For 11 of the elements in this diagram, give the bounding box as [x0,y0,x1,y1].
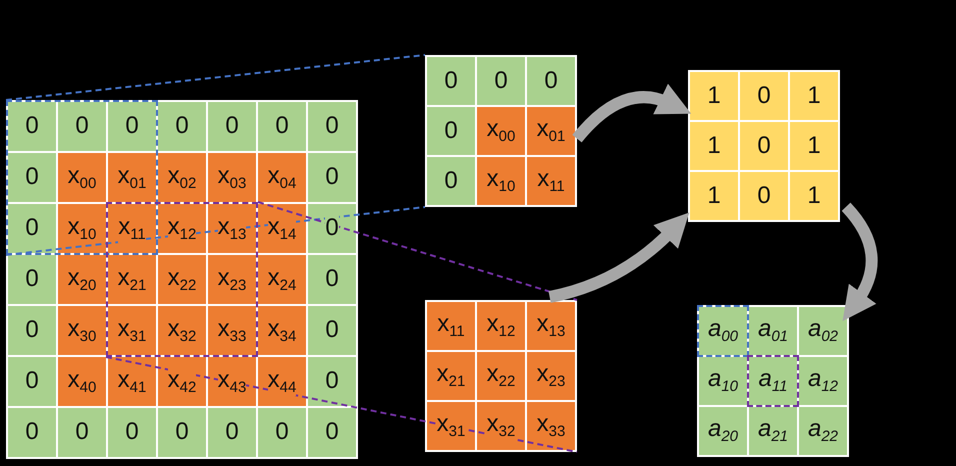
matrix-grid [425,55,577,207]
matrix-grid [6,100,358,459]
curved-arrow [548,212,690,303]
matrix-grid [697,305,849,457]
projection-line [6,54,426,101]
projection-line [258,201,578,301]
matrix-grid [688,70,840,222]
projection-line [106,356,578,453]
curved-arrow [842,202,878,322]
matrix-grid [425,300,577,452]
curved-arrow [572,84,692,142]
